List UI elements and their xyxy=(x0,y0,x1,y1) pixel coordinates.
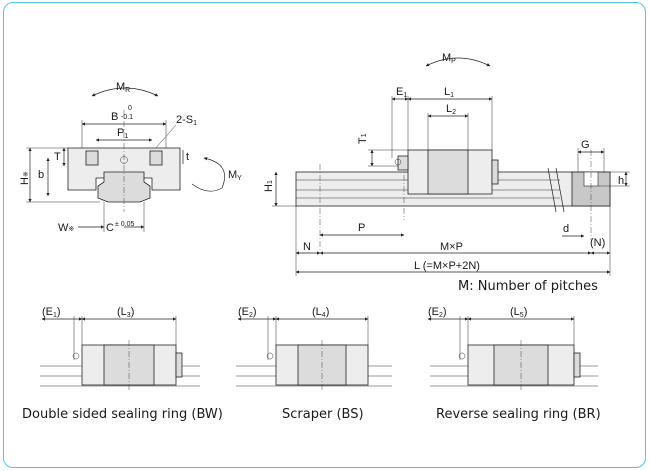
d-label: d xyxy=(563,223,569,235)
n-paren-label: (N) xyxy=(590,237,605,249)
variant-bw-caption: Double sided sealing ring (BW) xyxy=(22,407,223,422)
variant-bw-e-label: (E1) xyxy=(42,306,61,319)
mxp-label: M×P xyxy=(440,241,463,253)
dim-c-tol: ± 0.05 xyxy=(115,221,135,228)
moment-y-label: MY xyxy=(228,169,242,182)
moment-r-label: MR xyxy=(116,81,130,94)
variant-br: (E2) (L5) Reverse sealing ring (BR) xyxy=(427,306,601,422)
b-tol-lower: -0.1 xyxy=(121,114,133,121)
e1-label: E1 xyxy=(396,86,407,99)
variant-bs: (E2) (L4) Scraper (BS) xyxy=(236,306,392,422)
width-b-label: B xyxy=(111,111,118,123)
h-small-label: h xyxy=(618,175,624,187)
moment-p-arrow xyxy=(425,57,491,67)
variant-bs-caption: Scraper (BS) xyxy=(282,407,364,422)
variant-bw: (E1) (L3) Double sided sealing ring (BW) xyxy=(22,306,223,422)
variant-bs-l-label: (L4) xyxy=(312,306,329,319)
variant-bs-e-label: (E2) xyxy=(238,306,257,319)
moment-p-label: MP xyxy=(442,52,456,65)
diagram-frame xyxy=(3,2,646,468)
dim-t-small-label: t xyxy=(186,151,189,163)
variant-br-e-label: (E2) xyxy=(428,306,447,319)
variant-br-caption: Reverse sealing ring (BR) xyxy=(436,407,601,422)
total-length-label: L (=M×P+2N) xyxy=(414,260,480,272)
pitch-note: M: Number of pitches xyxy=(458,279,598,294)
b-tol-upper: 0 xyxy=(128,105,132,112)
pitch-p1-label: P1 xyxy=(117,127,128,140)
l1-label: L1 xyxy=(444,86,454,99)
height-b-label: b xyxy=(38,169,44,181)
h1-label: H1 xyxy=(263,180,275,192)
t1-label: T1 xyxy=(357,133,369,144)
height-h-label: H※ xyxy=(19,171,31,185)
side-view: MP E1 L1 L2 T1 xyxy=(263,52,630,294)
dim-c-label: C xyxy=(106,222,114,234)
dim-t-label: T xyxy=(54,151,61,163)
front-view: MR B 0 -0.1 P1 2-S1 T t b H※ xyxy=(19,81,242,234)
n-label: N xyxy=(303,241,311,253)
screw-label: 2-S1 xyxy=(176,114,197,127)
variant-bw-l-label: (L3) xyxy=(117,306,134,319)
moment-r-arrow xyxy=(91,87,159,97)
g-label: G xyxy=(581,139,590,151)
l2-label: L2 xyxy=(446,103,456,116)
p-label: P xyxy=(358,222,365,234)
variant-br-l-label: (L5) xyxy=(510,306,527,319)
width-w-label: W※ xyxy=(58,222,74,234)
moment-y-arrow xyxy=(191,156,225,192)
